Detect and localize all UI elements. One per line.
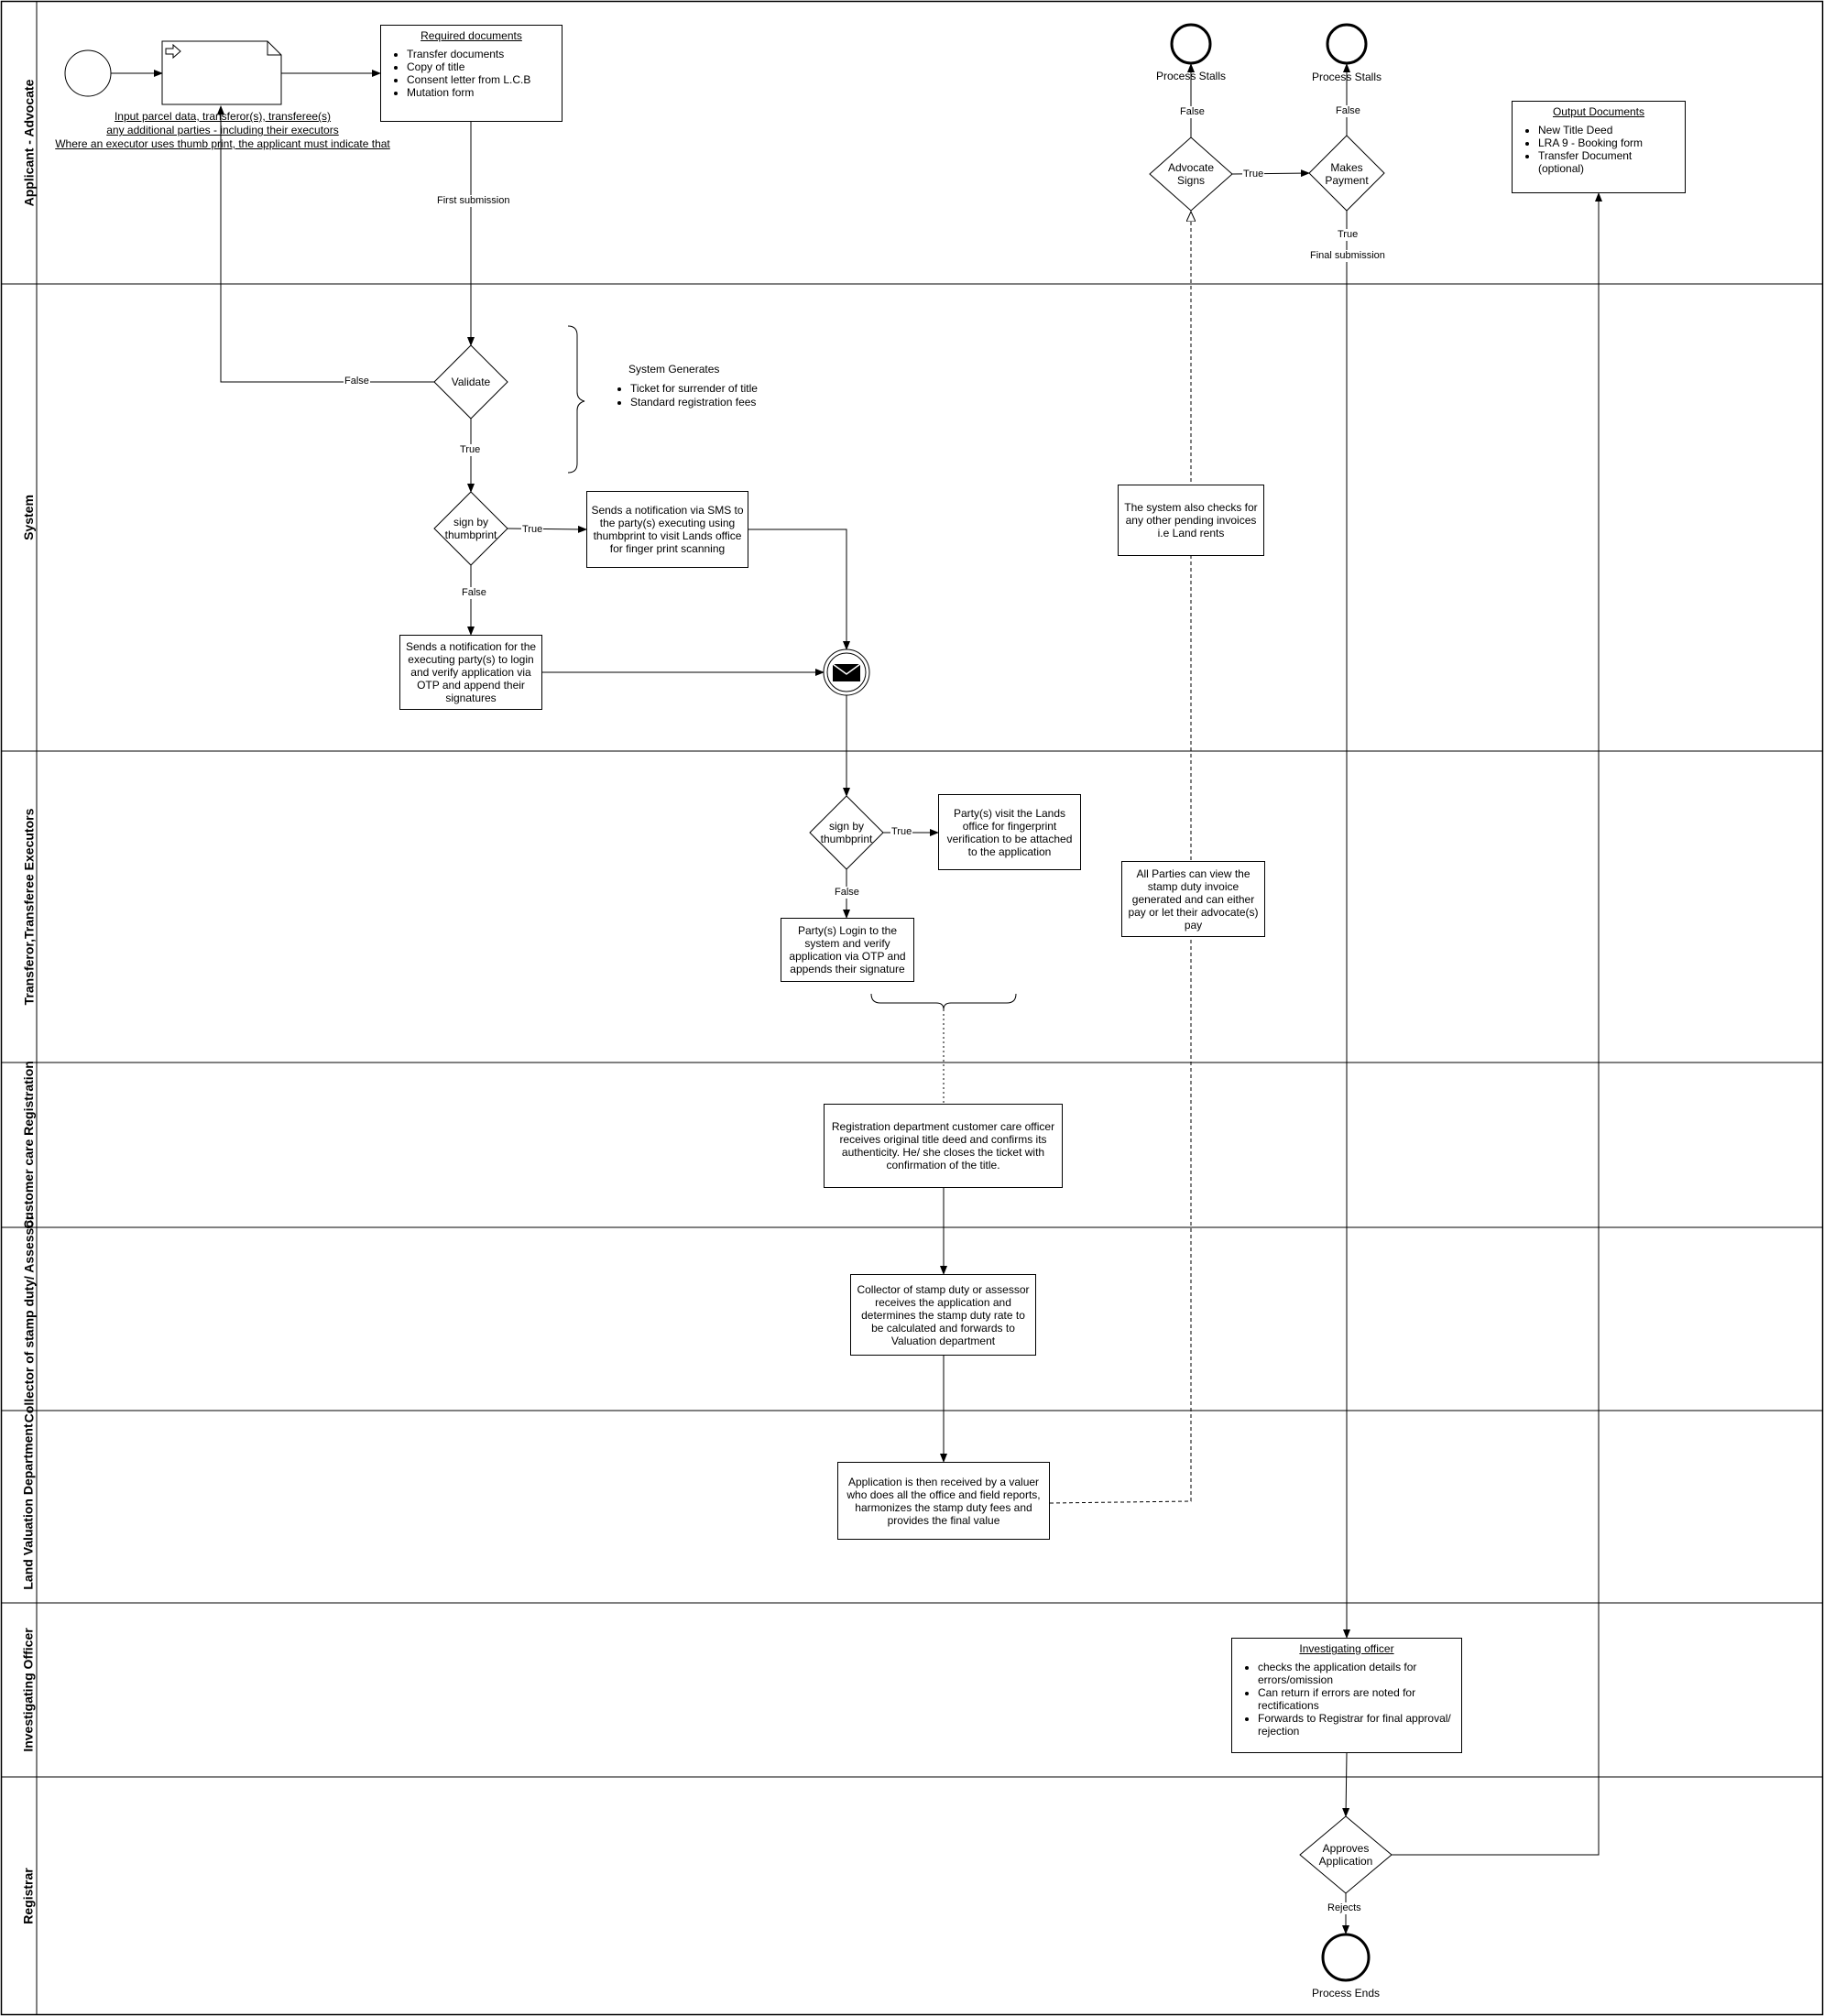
lane-title-customer-care: Customer care Registration (21, 1061, 37, 1229)
makes-payment-text: Makes Payment (1325, 161, 1369, 187)
required-doc-item: Transfer documents (407, 48, 556, 60)
lane-title-collector: Collector of stamp duty/ Assessor (21, 1215, 36, 1423)
send-arrow-icon (165, 43, 181, 60)
input-note: Input parcel data, transferor(s), transf… (51, 110, 394, 151)
advocate-signs-gateway (1149, 136, 1233, 212)
required-doc-item: Copy of title (407, 60, 556, 73)
output-doc-item: LRA 9 - Booking form (1538, 136, 1679, 149)
process-end-event (1321, 1933, 1371, 1982)
input-note-line: Input parcel data, transferor(s), transf… (114, 110, 332, 123)
valuation-to-advocate-dashed (1049, 212, 1191, 1504)
first-submission-label: First submission (436, 195, 511, 207)
login-notification-task: Sends a notification for the executing p… (399, 635, 542, 710)
lane-title-system: System (21, 495, 36, 540)
lane-title-parties: Transferor,Transferee Executors (21, 808, 36, 1006)
visit-office-task: Party(s) visit the Lands office for fing… (938, 794, 1081, 870)
investigating-item: Can return if errors are noted for recti… (1258, 1686, 1456, 1712)
input-task-shape (161, 40, 282, 105)
stall-end-event-1 (1170, 23, 1212, 65)
envelope-icon (832, 663, 861, 681)
approves-text: Approves Application (1318, 1842, 1373, 1868)
payment-false-label: False (1335, 105, 1361, 117)
required-doc-item: Mutation form (407, 86, 556, 99)
investigating-item: checks the application details for error… (1258, 1661, 1456, 1686)
payment-true-label: True (1337, 229, 1360, 241)
system-generates-item: Ticket for surrender of title (630, 382, 812, 396)
validate-true-label: True (459, 444, 482, 456)
view-invoice-note: All Parties can view the stamp duty invo… (1121, 861, 1265, 937)
login-verify-task: Party(s) Login to the system and verify … (781, 918, 914, 982)
output-documents-box: Output Documents New Title Deed LRA 9 - … (1512, 101, 1686, 193)
lane-title-applicant: Applicant - Advocate (21, 79, 37, 207)
investigating-officer-box: Investigating officer checks the applica… (1231, 1638, 1462, 1753)
process-stalls-label-2: Process Stalls (1311, 71, 1382, 83)
system-generates-item: Standard registration fees (630, 396, 812, 409)
pending-invoices-note: The system also checks for any other pen… (1118, 485, 1264, 556)
system-generates-note: System Generates Ticket for surrender of… (610, 363, 812, 409)
required-documents-title: Required documents (421, 29, 522, 42)
validate-text: Validate (451, 376, 491, 388)
valuation-task: Application is then received by a valuer… (837, 1462, 1050, 1540)
output-documents-title: Output Documents (1552, 105, 1645, 118)
system-thumbprint-true-label: True (521, 524, 544, 536)
rejects-label: Rejects (1327, 1902, 1362, 1914)
sms-notification-task: Sends a notification via SMS to the part… (586, 491, 748, 568)
collector-task: Collector of stamp duty or assessor rece… (850, 1274, 1036, 1356)
parties-thumbprint-text: sign by thumbprint (820, 820, 873, 845)
system-generates-title: System Generates (628, 363, 720, 376)
customer-care-task: Registration department customer care of… (824, 1104, 1063, 1188)
page-fold (267, 41, 281, 56)
investigating-item: Forwards to Registrar for final approval… (1258, 1712, 1456, 1738)
output-doc-item: New Title Deed (1538, 124, 1679, 136)
process-stalls-label-1: Process Stalls (1155, 70, 1227, 82)
input-note-line: Where an executor uses thumb print, the … (55, 137, 390, 150)
approve-to-output-arrow (1392, 192, 1602, 1856)
process-ends-label: Process Ends (1311, 1987, 1381, 2000)
parties-brace (870, 993, 1017, 1010)
validate-false-label: False (344, 376, 370, 387)
advocate-true-label: True (1242, 169, 1265, 180)
system-thumbprint-false-label: False (461, 587, 487, 599)
parties-true-label: True (890, 826, 913, 838)
lane-title-investigating: Investigating Officer (21, 1628, 37, 1752)
output-doc-item: Transfer Document (optional) (1538, 149, 1679, 175)
investigating-officer-title: Investigating officer (1299, 1642, 1394, 1655)
system-thumbprint-text: sign by thumbprint (444, 516, 497, 541)
input-note-line: any additional parties - including their… (106, 124, 339, 136)
investigating-to-registrar-arrow (1342, 1752, 1350, 1817)
required-doc-item: Consent letter from L.C.B (407, 73, 556, 86)
start-event (64, 49, 112, 97)
advocate-false-label: False (1179, 106, 1206, 118)
system-generates-brace (567, 325, 585, 474)
lane-title-valuation: Land Valuation Department (21, 1423, 36, 1590)
stall-end-event-2 (1326, 23, 1368, 65)
parties-false-label: False (834, 887, 860, 899)
sms-to-message-arrow (748, 529, 850, 650)
required-documents-box: Required documents Transfer documents Co… (380, 25, 562, 122)
advocate-signs-text: Advocate Signs (1167, 161, 1215, 187)
final-submission-label: Final submission (1309, 250, 1386, 262)
lane-title-registrar: Registrar (21, 1868, 36, 1924)
